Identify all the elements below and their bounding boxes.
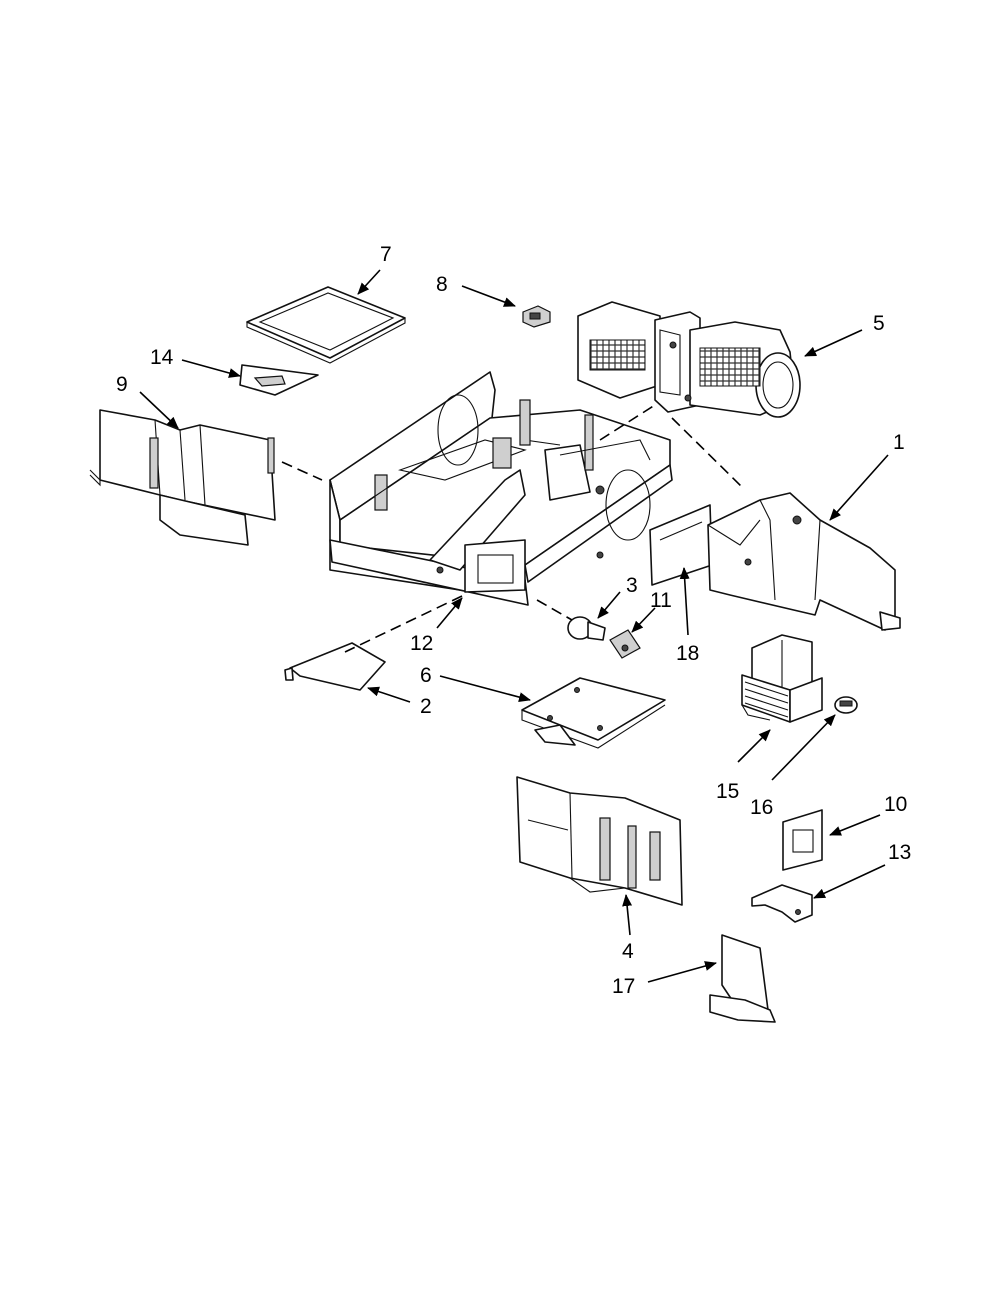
leader-lines (139, 269, 889, 983)
callout-5: 5 (873, 312, 885, 335)
callout-15: 15 (716, 780, 739, 803)
callout-12: 12 (410, 632, 433, 655)
part-2-cover-plate (284, 642, 386, 691)
part-16-thermal-fuse (834, 696, 858, 714)
callout-17: 17 (612, 975, 635, 998)
callout-3: 3 (626, 574, 638, 597)
part-9-side-panel (89, 409, 276, 546)
callout-14: 14 (150, 346, 174, 369)
main-chassis (329, 371, 673, 606)
part-17-stand-bracket (709, 934, 776, 1023)
part-13-mounting-bracket (751, 884, 813, 923)
assembly-lines (281, 404, 743, 653)
callout-9: 9 (116, 373, 128, 396)
callout-11: 11 (650, 589, 672, 612)
callout-1: 1 (893, 431, 905, 454)
callout-13: 13 (888, 841, 911, 864)
part-15-transformer (741, 634, 823, 723)
part-7-filter-frame (246, 286, 406, 364)
callout-16: 16 (750, 796, 773, 819)
part-10-label (782, 809, 823, 871)
callout-6: 6 (420, 664, 432, 687)
part-4-back-panel (516, 776, 683, 906)
callout-10: 10 (884, 793, 907, 816)
callout-7: 7 (380, 243, 392, 266)
part-6-bottom-plate (521, 677, 666, 749)
callout-2: 2 (420, 695, 432, 718)
part-3-lamp (567, 616, 606, 641)
part-8-clip (522, 305, 551, 328)
callout-8: 8 (436, 273, 448, 296)
part-14-bracket (239, 364, 319, 396)
part-11-lamp-socket (609, 629, 641, 659)
part-1-air-duct (707, 492, 901, 631)
callout-labels: 7 8 5 14 9 1 3 11 12 18 2 6 15 16 10 13 … (116, 243, 911, 998)
callout-18: 18 (676, 642, 699, 665)
callout-4: 4 (622, 940, 634, 963)
part-18-shield-plate (649, 504, 713, 586)
part-5-blower-assembly (577, 301, 801, 418)
